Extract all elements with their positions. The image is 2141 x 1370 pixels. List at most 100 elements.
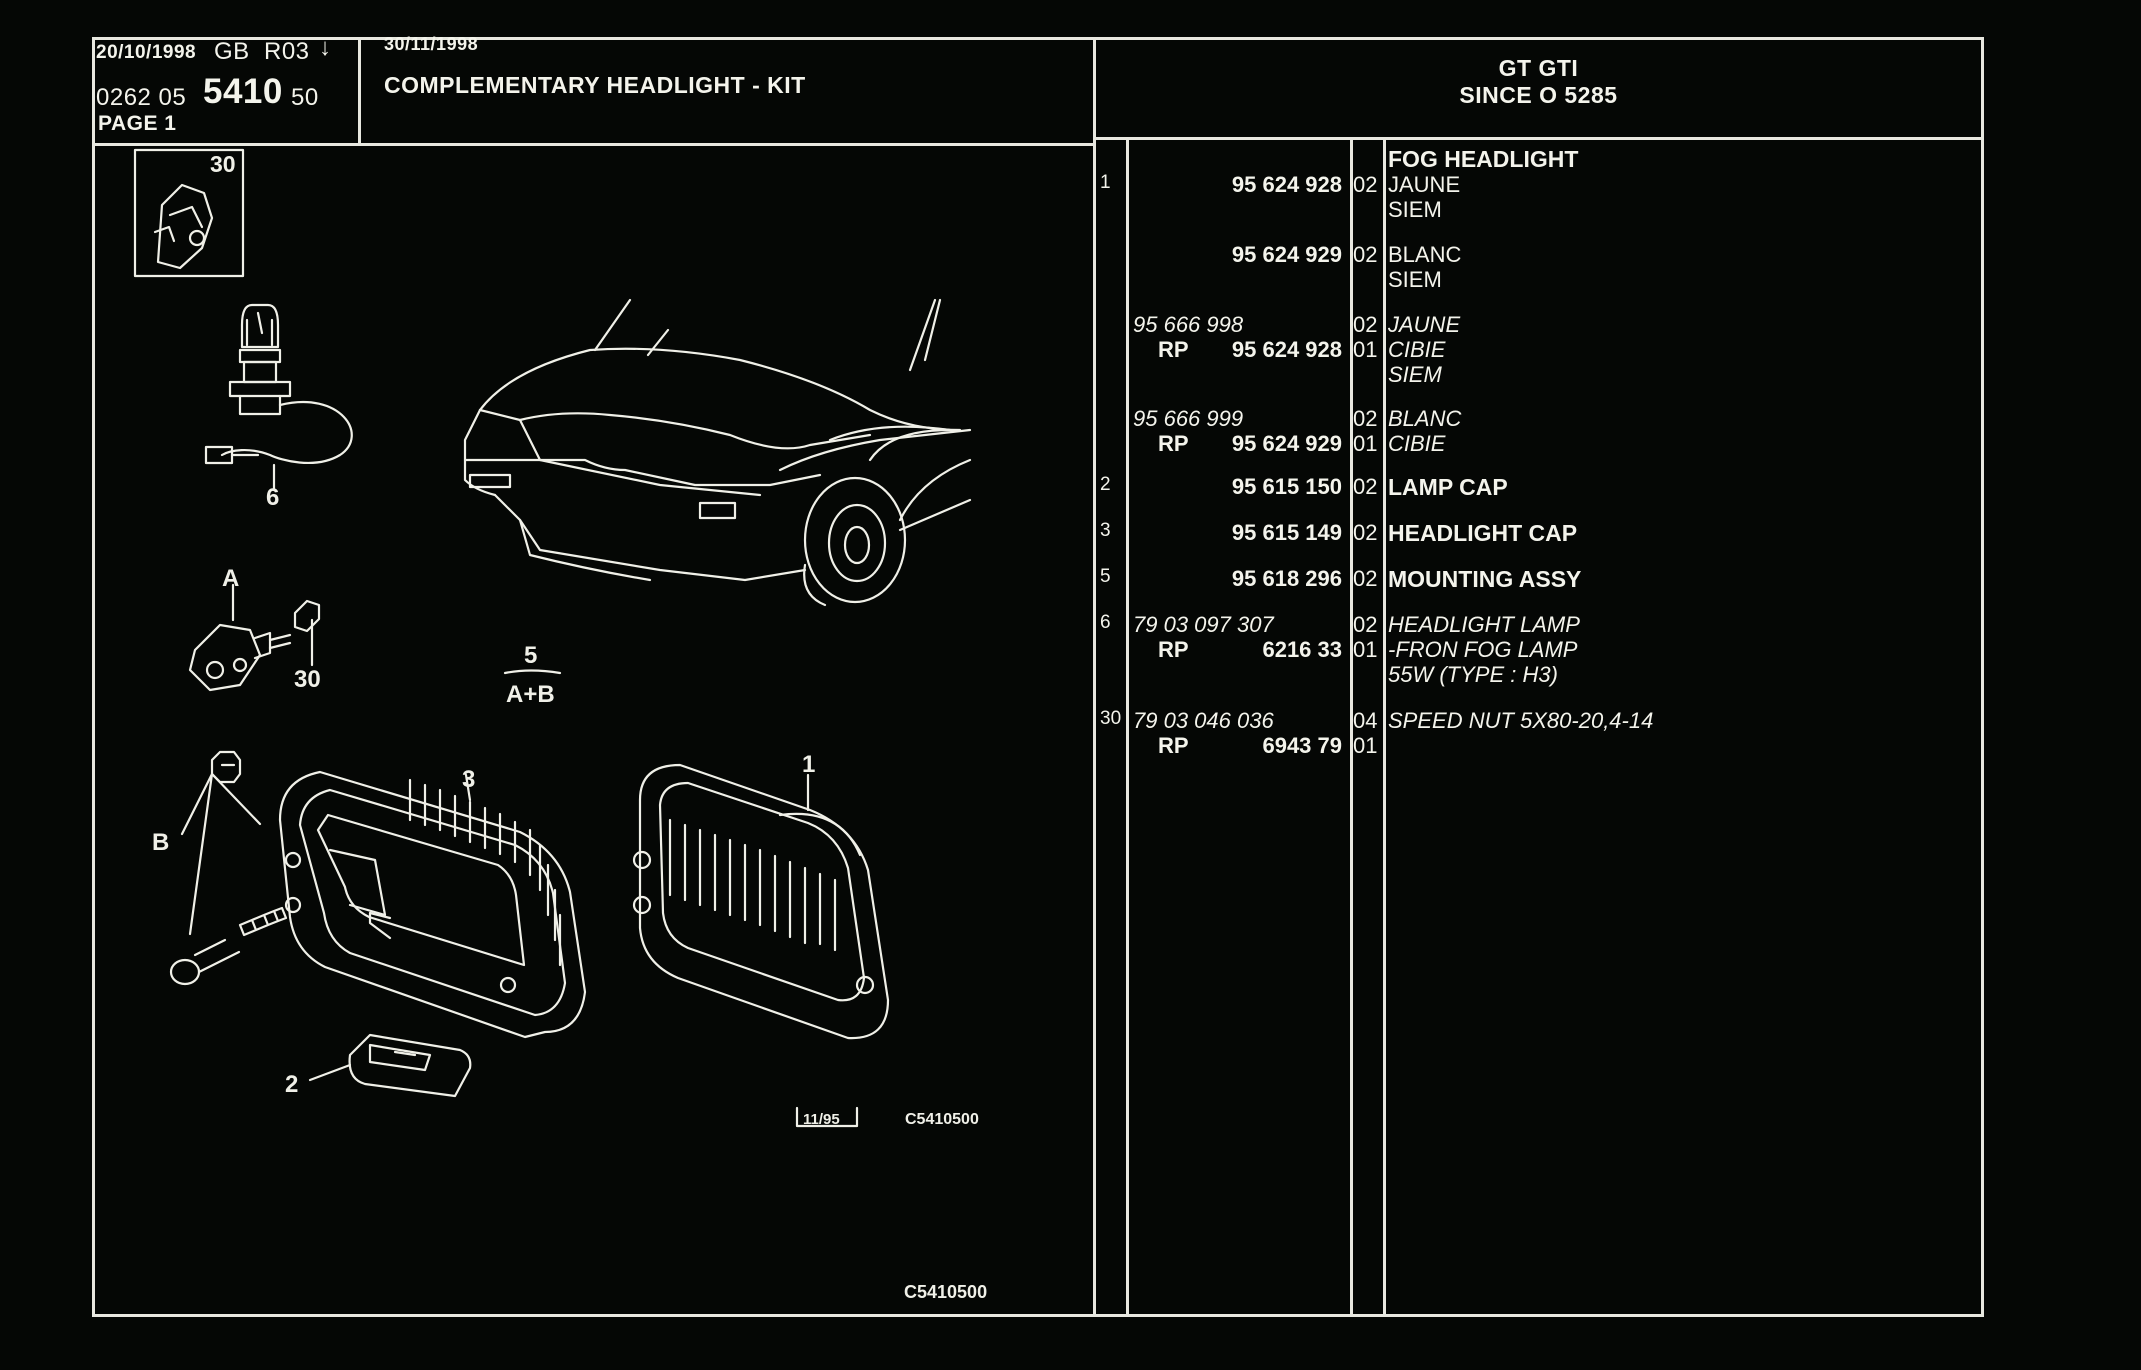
part-number: 95 615 149 — [1231, 520, 1342, 545]
header-bottom-right — [1093, 137, 1984, 140]
row-index: 30 — [1100, 708, 1122, 729]
mounting-a-icon — [188, 583, 321, 692]
table-row: 3 95 615 149 02 HEADLIGHT CAP — [1100, 520, 1980, 550]
replacement-marker: RP — [1158, 637, 1189, 662]
part-number: 6943 79 — [1262, 733, 1342, 758]
quantity: 02 — [1353, 612, 1378, 637]
main-divider — [1093, 37, 1096, 1317]
table-col-line-1 — [1126, 137, 1129, 1317]
footer-ref-code: C5410500 — [904, 1282, 987, 1302]
part-number: 6216 33 — [1262, 637, 1342, 662]
table-col-line-3 — [1383, 137, 1386, 1317]
table-row: SIEM — [1100, 197, 1980, 227]
quantity: 02 — [1353, 474, 1378, 499]
quantity: 01 — [1353, 637, 1378, 662]
part-number-old: 79 03 097 307 — [1133, 612, 1274, 637]
quantity: 02 — [1353, 172, 1378, 197]
callout-2: 2 — [285, 1071, 298, 1098]
callout-3: 3 — [462, 766, 475, 793]
speed-nut-box-icon — [133, 148, 245, 278]
quantity: 01 — [1353, 337, 1378, 362]
description: -FRON FOG LAMP — [1388, 637, 1578, 662]
header-code-main: 5410 — [203, 72, 283, 111]
callout-6: 6 — [266, 484, 279, 511]
part-number-old: 95 666 999 — [1133, 406, 1244, 431]
header-divider-left — [358, 37, 361, 145]
fog-headlight-icon — [632, 763, 890, 1040]
header-bottom-left — [92, 143, 1095, 146]
quantity: 01 — [1353, 431, 1378, 456]
fasteners-b-icon — [169, 750, 288, 986]
quantity: 02 — [1353, 312, 1378, 337]
callout-30: 30 — [294, 666, 321, 693]
description: SIEM — [1388, 267, 1442, 292]
replacement-marker: RP — [1158, 733, 1189, 758]
description: LAMP CAP — [1388, 474, 1508, 500]
part-number: 95 624 928 — [1231, 337, 1342, 362]
table-row: FOG HEADLIGHT — [1100, 146, 1980, 176]
callout-5-bar — [503, 669, 562, 675]
quantity: 02 — [1353, 406, 1378, 431]
table-row: 95 666 998 02 JAUNE — [1100, 312, 1980, 342]
table-row: 55W (TYPE : H3) — [1100, 662, 1980, 692]
sheet-frame — [92, 37, 1984, 1317]
box-label: 30 — [210, 151, 236, 177]
description: SIEM — [1388, 197, 1442, 222]
description: HEADLIGHT CAP — [1388, 520, 1578, 546]
table-row: 95 624 929 02 BLANC — [1100, 242, 1980, 272]
table-row: RP 95 624 928 01 CIBIE — [1100, 337, 1980, 367]
part-number: 95 624 929 — [1231, 242, 1342, 267]
exploded-diagram: 30 6 — [133, 148, 987, 1302]
callout-1: 1 — [802, 751, 815, 778]
table-col-line-2 — [1350, 137, 1353, 1317]
quantity: 02 — [1353, 242, 1378, 267]
header-revision: R03 — [264, 38, 310, 65]
table-row: 30 79 03 046 036 04 SPEED NUT 5X80-20,4-14 — [1100, 708, 1980, 738]
replacement-marker: RP — [1158, 431, 1189, 456]
table-row: SIEM — [1100, 267, 1980, 297]
header-page: PAGE 1 — [98, 112, 177, 135]
callout-ab: A+B — [506, 681, 555, 708]
description: JAUNE — [1388, 172, 1461, 197]
description: 55W (TYPE : H3) — [1388, 662, 1558, 687]
replacement-marker: RP — [1158, 337, 1189, 362]
description: JAUNE — [1388, 312, 1461, 337]
part-number: 95 615 150 — [1231, 474, 1342, 499]
table-row: RP 6943 79 01 — [1100, 733, 1980, 763]
part-number: 95 618 296 — [1231, 566, 1342, 591]
lamp-cap-icon — [308, 1033, 472, 1098]
description: SIEM — [1388, 362, 1442, 387]
quantity: 02 — [1353, 520, 1378, 545]
table-row: SIEM — [1100, 362, 1980, 392]
header-code-suffix: 50 — [291, 84, 319, 111]
part-number-old: 79 03 046 036 — [1133, 708, 1274, 733]
row-index: 3 — [1100, 520, 1111, 541]
description: SPEED NUT 5X80-20,4-14 — [1388, 708, 1654, 733]
description: BLANC — [1388, 242, 1462, 267]
row-index: 5 — [1100, 566, 1111, 587]
description: MOUNTING ASSY — [1388, 566, 1582, 592]
header-arrow: ↓ — [319, 34, 332, 61]
bulb-icon — [204, 303, 353, 492]
part-number-old: 95 666 998 — [1133, 312, 1244, 337]
quantity: 04 — [1353, 708, 1378, 733]
callout-b: B — [152, 829, 169, 856]
description: CIBIE — [1388, 431, 1446, 456]
description: CIBIE — [1388, 337, 1446, 362]
part-number: 95 624 928 — [1231, 172, 1342, 197]
callout-a: A — [222, 565, 239, 592]
headlight-cap-icon — [278, 770, 587, 1039]
date-stamp: 11/95 — [803, 1111, 840, 1128]
description: FOG HEADLIGHT — [1388, 146, 1579, 172]
quantity: 01 — [1353, 733, 1378, 758]
car-icon — [463, 298, 972, 607]
header-date: 20/10/1998 — [96, 42, 197, 63]
callout-5: 5 — [524, 642, 537, 669]
table-row: RP 6216 33 01 -FRON FOG LAMP — [1100, 637, 1980, 667]
header-date2: 30/11/1998 — [384, 34, 479, 54]
